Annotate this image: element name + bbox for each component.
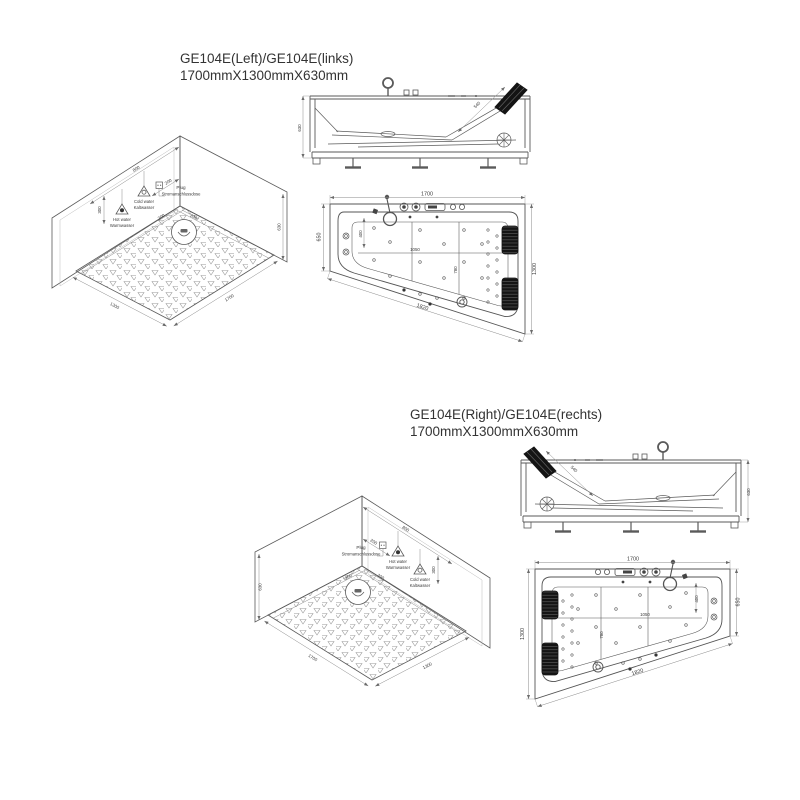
dim-inner-780: 780 xyxy=(599,631,604,639)
hot-water-label-en: Hot water xyxy=(389,559,408,564)
cold-water-label-de: Kaltwasser xyxy=(410,583,431,588)
dim-height-630: 630 xyxy=(746,488,751,496)
dim-plug-300: 300 xyxy=(97,206,102,214)
side-elevation-graphic-mirrored xyxy=(521,442,748,532)
dim-floor-1700: 1700 xyxy=(307,653,318,663)
dim-height-630: 630 xyxy=(297,124,302,132)
dim-inner-1050: 1050 xyxy=(640,612,650,617)
dim-wall-height-630: 630 xyxy=(258,583,263,591)
dim-wall-800: 800 xyxy=(401,525,410,533)
dim-plug-300: 300 xyxy=(431,566,436,574)
dim-right-650: 650 xyxy=(736,598,742,607)
dim-right-1300: 1300 xyxy=(532,263,538,275)
dim-floor-1700: 1700 xyxy=(224,293,235,303)
plan-left-labels: 1700 650 1300 1820 1050 780 400 xyxy=(317,192,539,313)
plug-label-en: Plug xyxy=(356,545,366,550)
dim-wall-200: 200 xyxy=(164,177,173,185)
dim-wall-height-630: 630 xyxy=(277,223,282,231)
model-title-left-line1: GE104E(Left)/GE104E(links) xyxy=(180,51,354,66)
iso-view-left: Plug Stromanschlussdose Cold water Kaltw… xyxy=(52,126,290,336)
dim-seat-400: 400 xyxy=(694,595,699,603)
dim-floor-200b: 200 xyxy=(376,573,385,581)
iso-room-graphic xyxy=(52,136,287,326)
dim-wall-800: 800 xyxy=(132,164,141,172)
dim-top-1700: 1700 xyxy=(421,192,433,198)
iso-view-right: Plug Stromanschlussdose Hot water Warmwa… xyxy=(252,486,490,696)
hot-water-label-de: Warmwasser xyxy=(110,223,135,228)
plan-graphic-mirrored xyxy=(526,560,739,707)
iso-right-labels: Plug Stromanschlussdose Hot water Warmwa… xyxy=(258,525,437,670)
model-title-left: GE104E(Left)/GE104E(links) 1700mmX1300mm… xyxy=(180,50,353,84)
dim-left-1300: 1300 xyxy=(520,628,526,640)
plug-label-en: Plug xyxy=(176,185,186,190)
side-right-labels: 630 540 xyxy=(570,465,751,496)
side-view-right: 630 540 xyxy=(508,438,751,550)
model-title-right-line1: GE104E(Right)/GE104E(rechts) xyxy=(410,407,603,422)
hot-water-label-de: Warmwasser xyxy=(386,565,411,570)
model-title-left-line2: 1700mmX1300mmX630mm xyxy=(180,68,349,83)
cold-water-label-en: Cold water xyxy=(134,199,155,204)
plan-graphic xyxy=(321,195,534,342)
cold-water-label-de: Kaltwasser xyxy=(134,205,155,210)
dim-floor-200a: 200 xyxy=(344,573,353,581)
cold-water-label-en: Cold water xyxy=(410,577,431,582)
dim-floor-1300: 1300 xyxy=(109,301,120,310)
dim-backrest-540: 540 xyxy=(473,100,482,109)
dim-inner-1050: 1050 xyxy=(410,247,420,252)
dim-diag-1820: 1820 xyxy=(416,303,429,312)
dim-diag-1820: 1820 xyxy=(631,668,644,677)
side-elevation-graphic xyxy=(303,78,530,168)
side-left-labels: 630 540 xyxy=(297,100,482,131)
plan-right-labels: 1700 1300 650 1820 1050 780 400 xyxy=(520,557,742,678)
plug-label-de: Stromanschlussdose xyxy=(162,192,202,197)
model-title-right-line2: 1700mmX1300mmX630mm xyxy=(410,424,579,439)
iso-left-labels: Plug Stromanschlussdose Cold water Kaltw… xyxy=(97,164,282,310)
dim-backrest-540: 540 xyxy=(570,465,579,474)
model-title-right: GE104E(Right)/GE104E(rechts) 1700mmX1300… xyxy=(410,406,602,440)
hot-water-symbol xyxy=(391,545,405,557)
dim-seat-400: 400 xyxy=(358,230,363,238)
dim-floor-1300: 1300 xyxy=(422,661,433,670)
dim-inner-780: 780 xyxy=(453,266,458,274)
plan-view-left: 1700 650 1300 1820 1050 780 400 xyxy=(317,192,539,351)
hot-water-label-en: Hot water xyxy=(113,217,132,222)
dim-left-650: 650 xyxy=(317,233,323,242)
dim-floor-200a: 200 xyxy=(189,213,198,221)
hot-water-symbol xyxy=(115,203,129,215)
plug-label-de: Stromanschlussdose xyxy=(342,552,382,557)
cold-water-symbol xyxy=(413,563,427,575)
dim-wall-200: 200 xyxy=(369,538,378,546)
dim-floor-200b: 200 xyxy=(157,212,166,220)
iso-right-symbols xyxy=(391,531,440,585)
dim-top-1700: 1700 xyxy=(627,557,639,563)
iso-left-symbols xyxy=(102,171,151,225)
iso-room-graphic-mirrored xyxy=(255,496,490,686)
cold-water-symbol xyxy=(137,185,151,197)
side-view-left: 630 540 xyxy=(297,74,543,186)
plan-view-right: 1700 1300 650 1820 1050 780 400 xyxy=(520,557,742,716)
